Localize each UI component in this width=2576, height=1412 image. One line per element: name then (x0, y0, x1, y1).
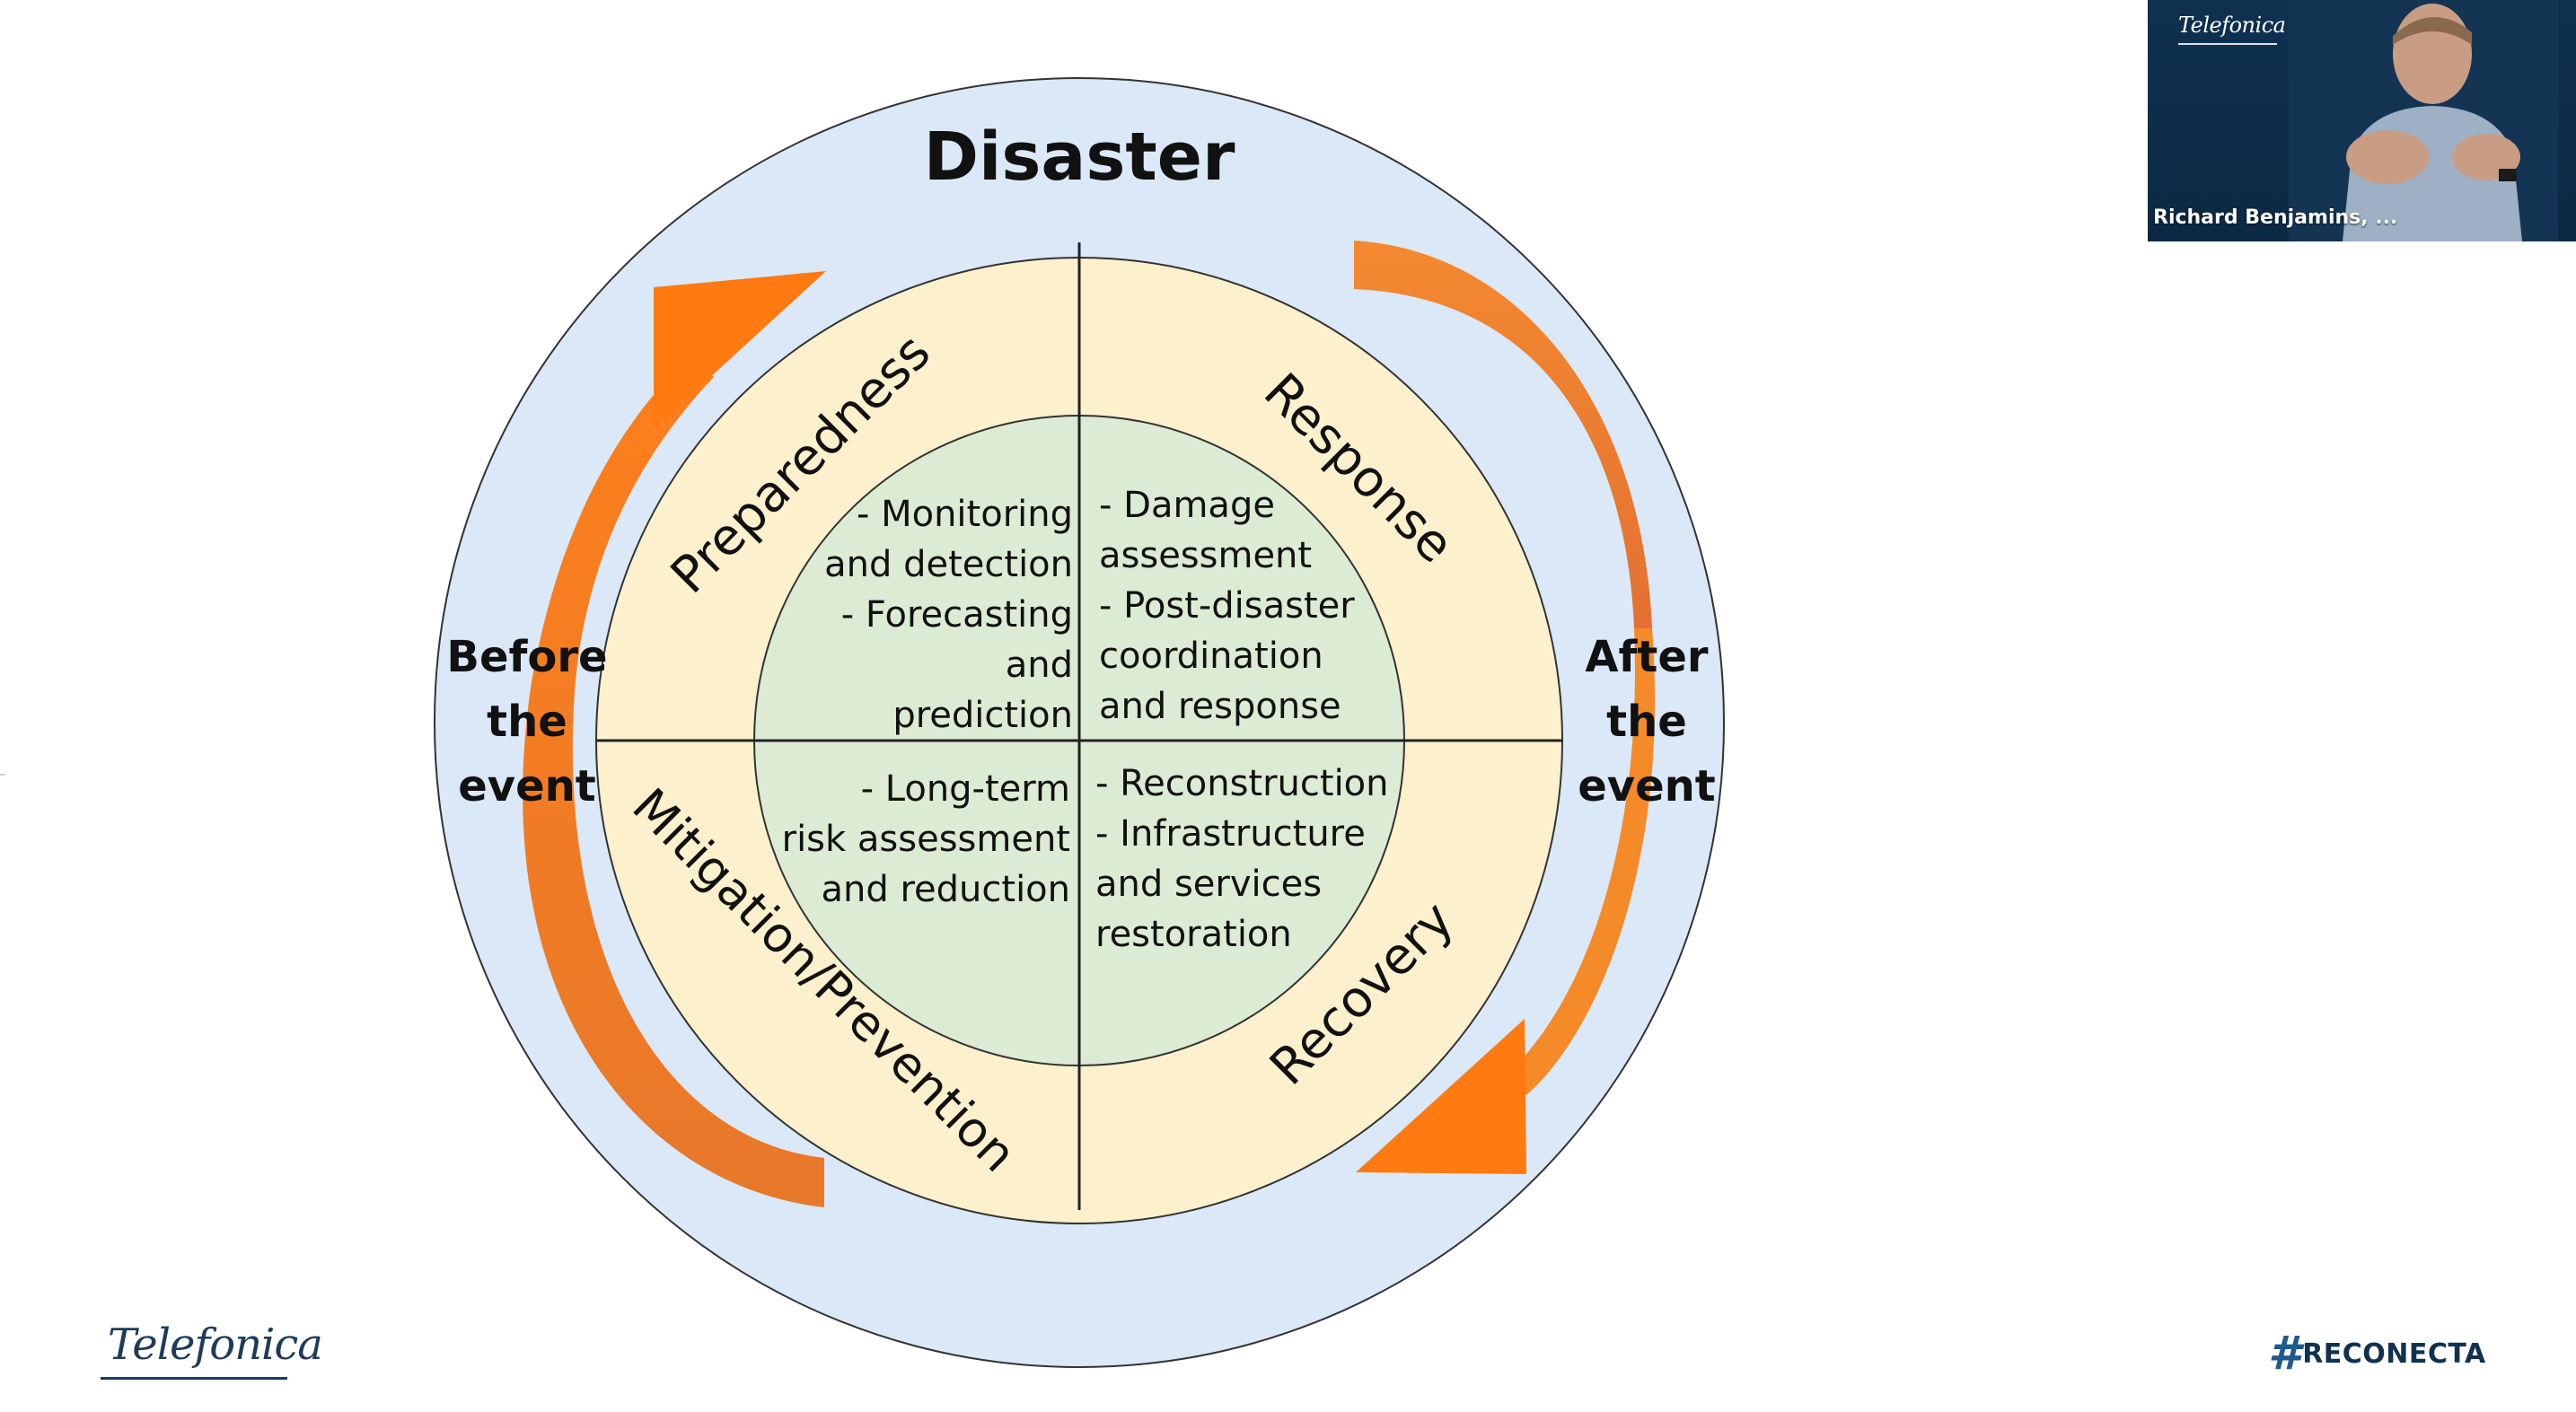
svg-text:and services: and services (1095, 864, 1322, 905)
svg-text:event: event (458, 761, 596, 811)
svg-text:- Reconstruction: - Reconstruction (1095, 763, 1389, 804)
svg-text:the: the (1606, 697, 1687, 747)
mitigation-activities: - Long-term risk assessment and reductio… (782, 768, 1070, 910)
svg-text:After: After (1585, 632, 1709, 682)
telefonica-logo-underline (101, 1377, 287, 1380)
participant-name-label: Richard Benjamins, ... (2153, 206, 2398, 229)
response-activities: - Damage assessment - Post-disaster coor… (1099, 485, 1355, 727)
svg-text:risk assessment: risk assessment (782, 819, 1070, 860)
before-event-label: Before the event (446, 632, 607, 811)
cycle-arrow-top-right (1354, 241, 1656, 1174)
video-brand-logo: Telefonica (2178, 13, 2286, 38)
svg-text:restoration: restoration (1095, 914, 1292, 955)
svg-text:and response: and response (1099, 686, 1341, 727)
svg-text:prediction: prediction (892, 695, 1073, 736)
diagram-title: Disaster (924, 118, 1235, 196)
video-brand-underline (2178, 43, 2277, 45)
svg-text:- Monitoring: - Monitoring (857, 494, 1073, 535)
svg-text:coordination: coordination (1099, 636, 1323, 677)
preparedness-activities: - Monitoring and detection - Forecasting… (824, 494, 1073, 736)
reconecta-logo: # RECONECTA (2268, 1327, 2486, 1381)
svg-text:- Long-term: - Long-term (861, 768, 1070, 810)
svg-text:- Forecasting: - Forecasting (841, 594, 1073, 636)
reconecta-text: RECONECTA (2302, 1337, 2486, 1370)
participant-video-feed (2289, 0, 2558, 241)
svg-text:and detection: and detection (824, 544, 1073, 585)
svg-text:- Damage: - Damage (1099, 485, 1275, 526)
svg-text:Before: Before (446, 632, 607, 682)
recovery-activities: - Reconstruction - Infrastructure and se… (1095, 763, 1389, 955)
hashtag-icon: # (2268, 1327, 2301, 1381)
svg-text:- Post-disaster: - Post-disaster (1099, 585, 1355, 627)
edge-marker (0, 774, 5, 776)
svg-text:- Infrastructure: - Infrastructure (1095, 813, 1366, 855)
video-call-tile[interactable]: Telefonica Richard Benjamins, ... (2148, 0, 2576, 241)
telefonica-logo: Telefonica (108, 1320, 323, 1370)
svg-text:assessment: assessment (1099, 535, 1312, 576)
cycle-arrow-top-left (523, 271, 826, 1207)
svg-text:the: the (487, 697, 567, 747)
svg-text:and reduction: and reduction (822, 869, 1071, 910)
after-event-label: After the event (1578, 632, 1716, 811)
svg-text:event: event (1578, 761, 1716, 811)
svg-text:and: and (1006, 645, 1073, 686)
